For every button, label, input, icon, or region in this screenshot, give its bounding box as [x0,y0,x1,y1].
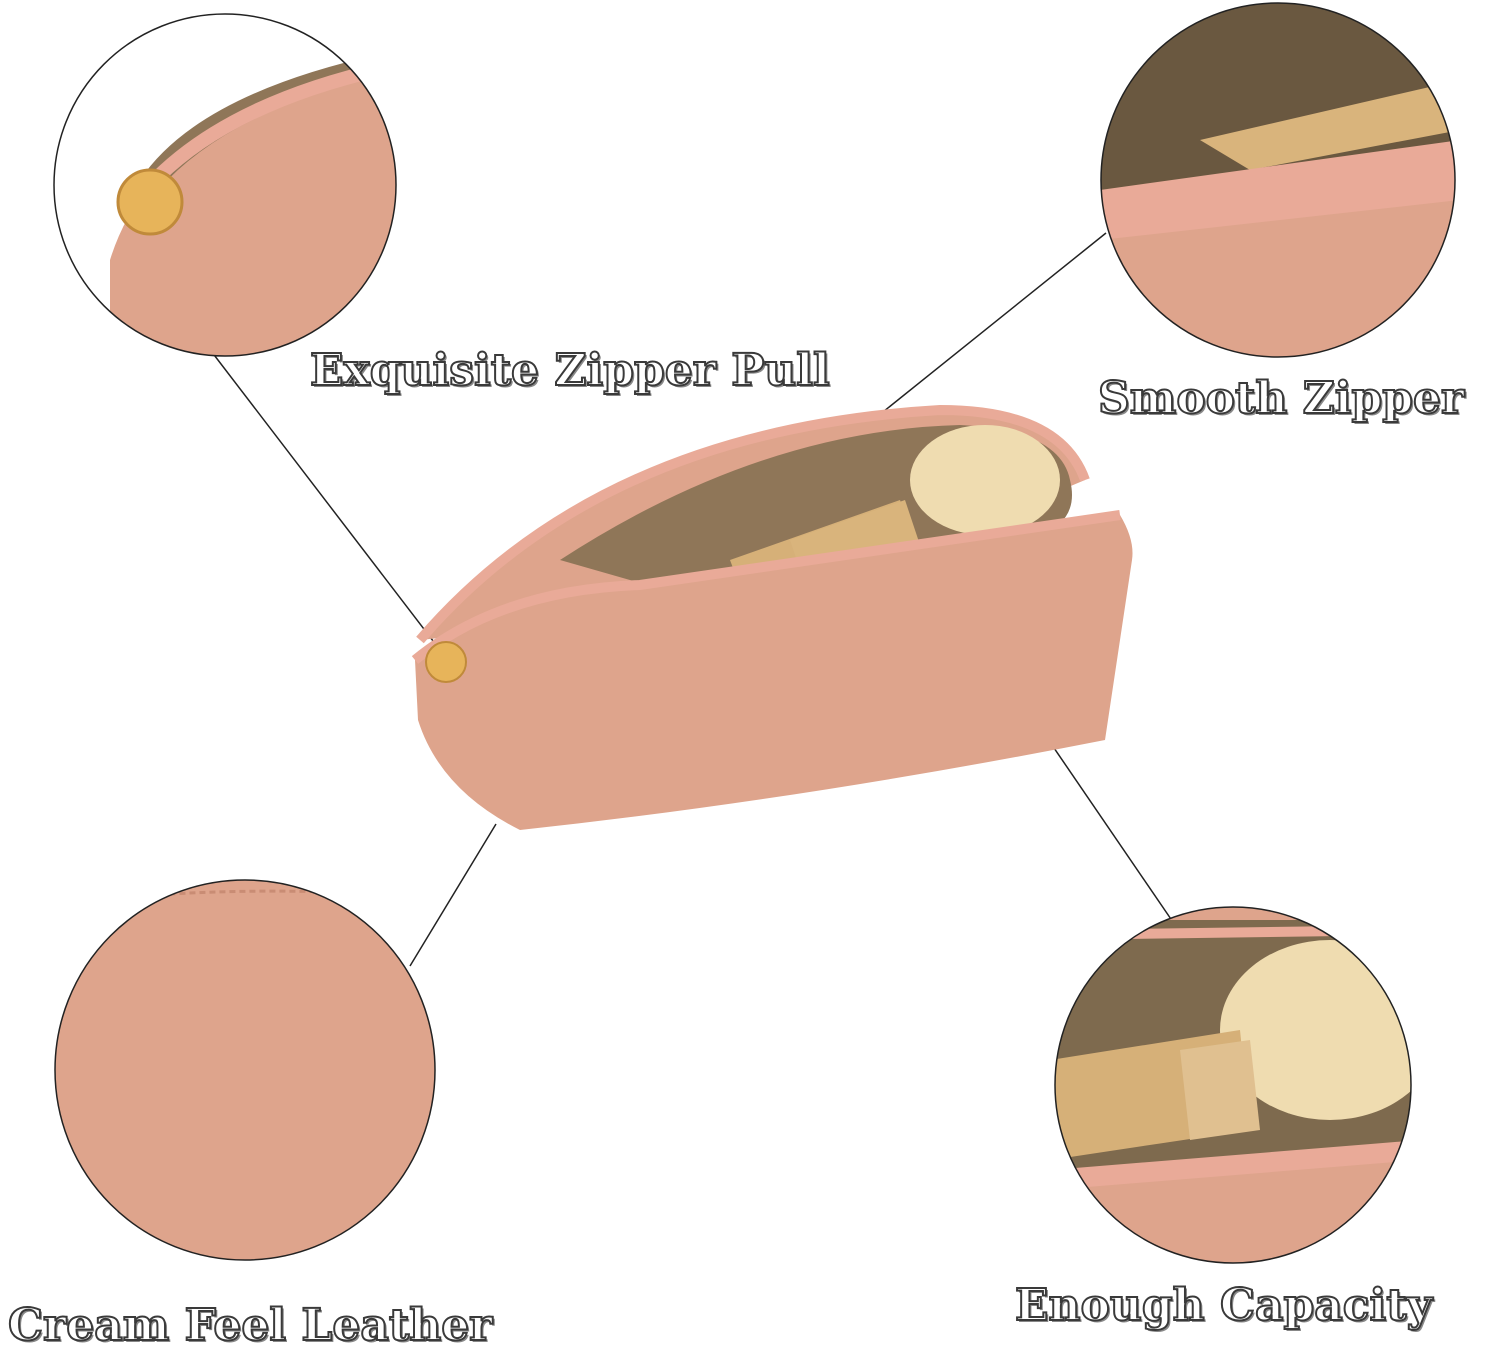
label-leather: Cream Feel Leather [7,1299,493,1352]
label-zipper-pull: Exquisite Zipper Pull [309,344,831,397]
label-capacity: Enough Capacity [1014,1279,1433,1332]
detail-capacity [1054,906,1412,1264]
detail-leather [54,879,436,1261]
zipper-pull-icon [425,641,467,683]
callout-line-smooth-zipper [857,232,1107,433]
callout-line-zipper-pull [207,346,441,651]
cosmetic-bag [411,404,1133,830]
label-smooth-zipper: Smooth Zipper [1097,372,1465,425]
detail-smooth-zipper [1100,2,1456,358]
detail-zipper-pull [53,13,397,357]
callout-line-leather [409,823,497,967]
